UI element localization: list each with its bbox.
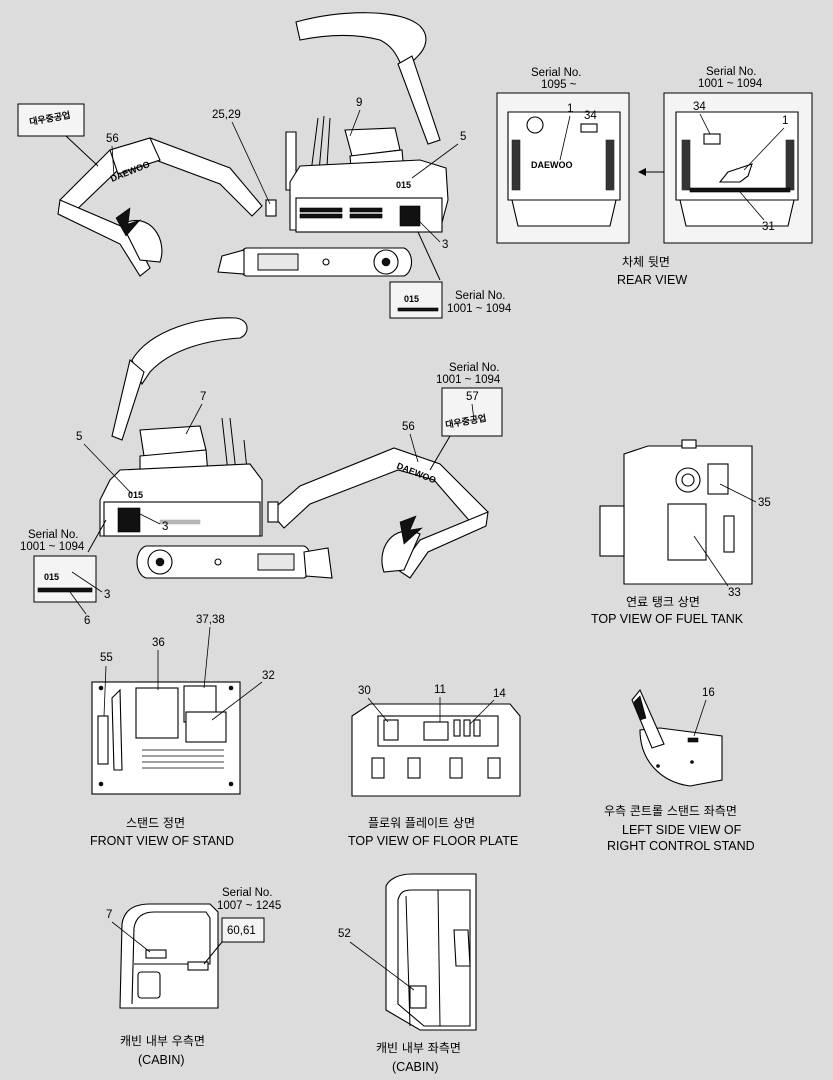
top-excavator-side-view: 015 DAEWOO 대우중공업 56 25,29 9 5 3 015: [17, 12, 512, 319]
middle-right-serial-label: Serial No.: [449, 362, 500, 374]
rear-left-serial-label: Serial No.: [531, 67, 582, 79]
rear-caption-en: REAR VIEW: [617, 273, 687, 287]
cabin-serial-range: 1007 ~ 1245: [217, 900, 281, 912]
floor-plate-top-view: 30 11 14 플로워 플레이트 상면 TOP VIEW OF FLOOR P…: [348, 684, 521, 848]
callout-3-top: 3: [442, 239, 448, 251]
callout-5-top: 5: [460, 131, 466, 143]
cabin-decal-box: [221, 917, 265, 943]
stand-caption-en: FRONT VIEW OF STAND: [90, 834, 234, 848]
stand-front-view: 55 36 37,38 32 스탠드 정면 FRONT VIEW OF STAN…: [90, 614, 275, 848]
cabin-right-caption-en: (CABIN): [138, 1053, 185, 1067]
svg-text:015: 015: [44, 572, 59, 582]
callout-60-61-cabin: 60,61: [227, 925, 256, 937]
callout-1-rear-right: 1: [782, 115, 788, 127]
callout-7-cabin: 7: [106, 909, 112, 921]
top-model-decal: 015: [396, 180, 411, 190]
callout-56-top: 56: [106, 133, 119, 145]
callout-9-top: 9: [356, 97, 362, 109]
rear-caption-ko: 차체 뒷면: [622, 255, 670, 269]
middle-right-serial-range: 1001 ~ 1094: [436, 374, 501, 386]
callout-3-inset: 3: [104, 589, 110, 601]
fuel-tank-caption-en: TOP VIEW OF FUEL TANK: [591, 612, 744, 626]
cabin-left-caption-ko: 캐빈 내부 좌측면: [376, 1041, 461, 1055]
stand-caption-ko: 스탠드 정면: [126, 816, 185, 830]
callout-30-floor-plate: 30: [358, 685, 371, 697]
middle-excavator-side-view: 015 DAEWOO 대우중공업 57 Serial No. 1001 ~ 10…: [20, 317, 503, 627]
callout-25-29-top: 25,29: [212, 109, 241, 121]
callout-56-middle: 56: [402, 421, 415, 433]
callout-7-middle: 7: [200, 391, 206, 403]
control-stand-caption-ko: 우측 콘트롤 스탠드 좌측면: [604, 804, 737, 818]
middle-model-decal: 015: [128, 490, 143, 500]
cabin-serial-label: Serial No.: [222, 887, 273, 899]
control-stand-caption-en-2: RIGHT CONTROL STAND: [607, 839, 755, 853]
right-control-stand-left-view: 16 우측 콘트롤 스탠드 좌측면 LEFT SIDE VIEW OF RIGH…: [604, 687, 755, 853]
callout-6-inset: 6: [84, 615, 90, 627]
callout-32-stand: 32: [262, 670, 275, 682]
callout-16-control-stand: 16: [702, 687, 715, 699]
callout-55-stand: 55: [100, 652, 113, 664]
cabin-left-caption-en: (CABIN): [392, 1060, 439, 1074]
control-stand-caption-en-1: LEFT SIDE VIEW OF: [622, 823, 742, 837]
svg-text:015: 015: [404, 294, 419, 304]
floor-plate-caption-ko: 플로워 플레이트 상면: [368, 816, 475, 830]
cabin-inner-right-view: 7 60,61 Serial No. 1007 ~ 1245 캐빈 내부 우측면…: [106, 887, 281, 1067]
cabin-inner-left-view: 52 캐빈 내부 좌측면 (CABIN): [338, 873, 477, 1074]
callout-36-stand: 36: [152, 637, 165, 649]
fuel-tank-top-view: 35 33 연료 탱크 상면 TOP VIEW OF FUEL TANK: [591, 439, 771, 626]
cabin-right-caption-ko: 캐빈 내부 우측면: [120, 1034, 205, 1048]
callout-3-middle: 3: [162, 521, 168, 533]
rear-view-group: Serial No. 1095 ~ Serial No. 1001 ~ 1094…: [496, 66, 813, 287]
middle-inset-decal-box: [33, 555, 97, 603]
floor-plate-caption-en: TOP VIEW OF FLOOR PLATE: [348, 834, 518, 848]
top-serial-label: Serial No.: [455, 290, 506, 302]
top-inset-decal-box: [389, 281, 443, 319]
middle-left-serial-range: 1001 ~ 1094: [20, 541, 85, 553]
callout-31-rear-right: 31: [762, 221, 775, 233]
top-serial-range: 1001 ~ 1094: [447, 303, 512, 315]
callout-14-floor-plate: 14: [493, 688, 506, 700]
top-logo-decal-box: [17, 103, 85, 137]
fuel-tank-caption-ko: 연료 탱크 상면: [626, 595, 700, 609]
rear-right-serial-range: 1001 ~ 1094: [698, 78, 763, 90]
rear-left-serial-range: 1095 ~: [541, 79, 577, 91]
callout-5-middle: 5: [76, 431, 82, 443]
middle-left-serial-label: Serial No.: [28, 529, 79, 541]
rear-brand-decal: DAEWOO: [531, 160, 573, 170]
rear-right-serial-label: Serial No.: [706, 66, 757, 78]
callout-34-rear-left: 34: [584, 110, 597, 122]
callout-52-cabin: 52: [338, 928, 351, 940]
callout-35-fuel-tank: 35: [758, 497, 771, 509]
callout-57-middle: 57: [466, 391, 479, 403]
callout-33-fuel-tank: 33: [728, 587, 741, 599]
callout-11-floor-plate: 11: [434, 684, 446, 696]
middle-logo-decal-box: [441, 387, 503, 437]
callout-1-rear-left: 1: [567, 103, 573, 115]
callout-37-38-stand: 37,38: [196, 614, 225, 626]
callout-34-rear-right: 34: [693, 101, 706, 113]
